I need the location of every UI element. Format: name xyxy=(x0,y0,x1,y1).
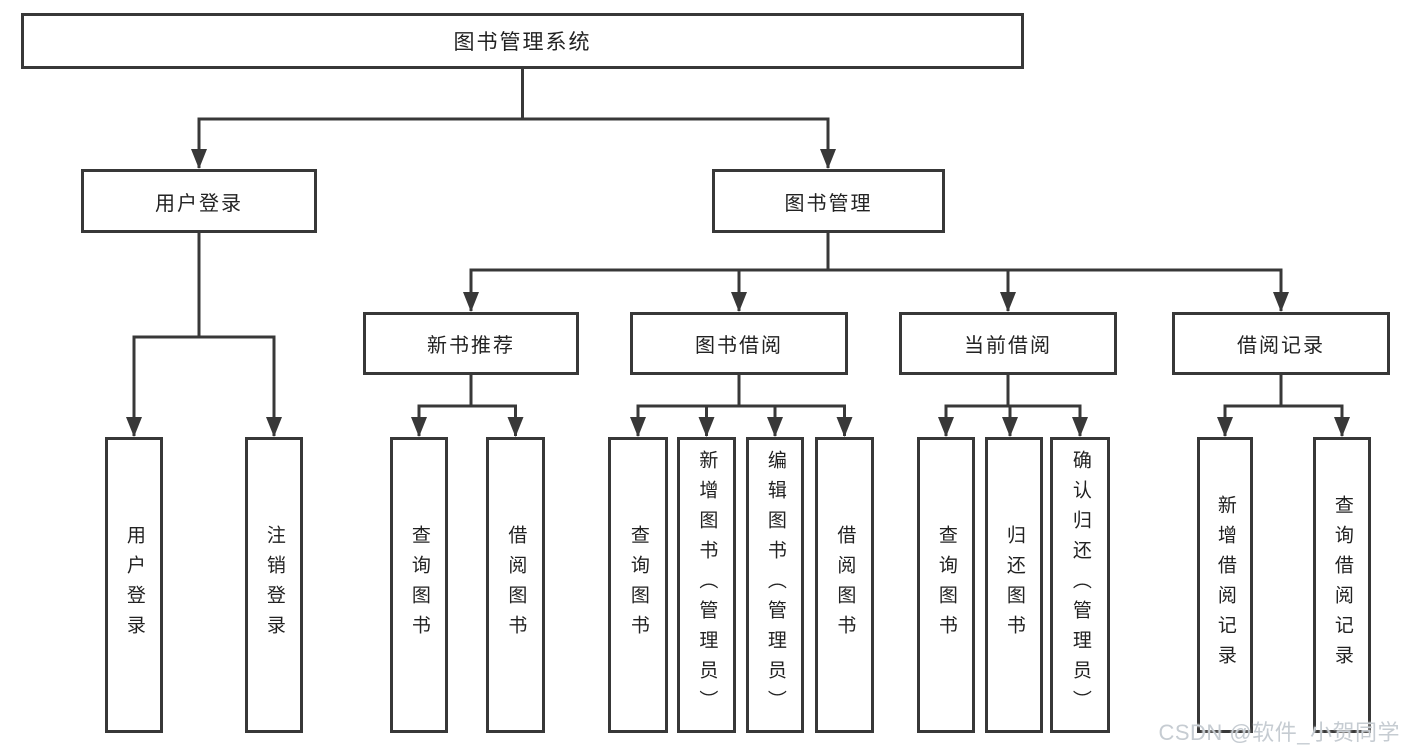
node-book-management-branch: 图书管理 xyxy=(712,169,945,233)
leaf-add-books-admin: 新增图书（管理员） xyxy=(677,437,736,733)
leaf-query-borrow-record: 查询借阅记录 xyxy=(1313,437,1371,733)
node-root-system: 图书管理系统 xyxy=(21,13,1024,69)
node-new-book-recommend: 新书推荐 xyxy=(363,312,579,375)
leaf-edit-books-admin: 编辑图书（管理员） xyxy=(746,437,804,733)
leaf-add-borrow-record: 新增借阅记录 xyxy=(1197,437,1253,733)
leaf-newrec-borrow-books: 借阅图书 xyxy=(486,437,545,733)
leaf-user-login: 用户登录 xyxy=(105,437,163,733)
leaf-borrow-query-books: 查询图书 xyxy=(608,437,668,733)
node-borrow-records: 借阅记录 xyxy=(1172,312,1390,375)
leaf-return-books: 归还图书 xyxy=(985,437,1043,733)
leaf-newrec-query-books: 查询图书 xyxy=(390,437,448,733)
node-user-login-branch: 用户登录 xyxy=(81,169,317,233)
node-current-borrow: 当前借阅 xyxy=(899,312,1117,375)
leaf-borrow-borrow-books: 借阅图书 xyxy=(815,437,874,733)
leaf-current-query-books: 查询图书 xyxy=(917,437,975,733)
leaf-logout: 注销登录 xyxy=(245,437,303,733)
csdn-watermark: CSDN @软件_小贺同学 xyxy=(1158,720,1400,745)
node-book-borrow: 图书借阅 xyxy=(630,312,848,375)
leaf-confirm-return-admin: 确认归还（管理员） xyxy=(1050,437,1110,733)
